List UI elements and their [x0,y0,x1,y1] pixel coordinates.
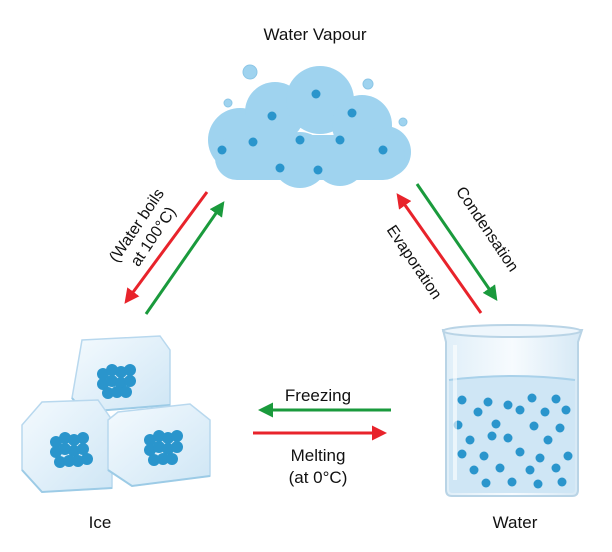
arrow-sublimation-down [124,191,209,304]
boils-label: (Water boils at 100°C) [106,186,179,270]
evaporation-label: Evaporation [383,222,445,302]
water-beaker-icon [441,324,584,497]
melting-note-label: (at 0°C) [289,468,348,487]
cloud-icon [208,64,411,188]
ice-label: Ice [89,513,112,532]
arrow-evaporation [396,193,483,314]
condensation-label: Condensation [452,184,521,275]
arrow-condensation [415,183,498,301]
vapour-particles [217,89,388,175]
melting-label: Melting [291,446,346,465]
freezing-label: Freezing [285,386,351,405]
ice-cubes-icon [21,335,211,494]
water-particles [453,393,573,489]
water-label: Water [493,513,538,532]
water-vapour-label: Water Vapour [264,25,367,44]
arrow-sublimation-up [144,201,225,315]
